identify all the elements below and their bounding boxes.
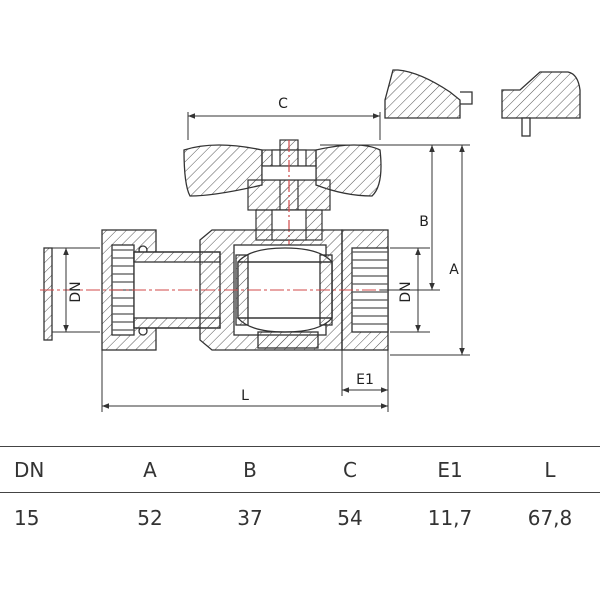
valve-technical-drawing: C B A DN DN E1 L xyxy=(40,69,581,412)
handle-profile-view xyxy=(384,69,473,119)
gasket xyxy=(43,247,53,341)
dimensions-table: DN A B C E1 L 15 52 37 54 11,7 67,8 xyxy=(0,446,600,543)
column-header-l: L xyxy=(544,457,556,482)
dimension-label-dn-left: DN xyxy=(68,281,84,302)
table-cell-c: 54 xyxy=(337,505,363,530)
dimension-label-a: A xyxy=(449,262,459,278)
dimension-label-dn-right: DN xyxy=(398,281,414,302)
dimension-label-c: C xyxy=(278,96,288,112)
dimension-label-b: B xyxy=(419,214,429,230)
table-header-row: DN A B C E1 L xyxy=(0,446,600,493)
table-cell-a: 52 xyxy=(137,505,163,530)
column-header-e1: E1 xyxy=(437,457,463,482)
dimension-lines xyxy=(52,112,470,412)
table-cell-b: 37 xyxy=(237,505,263,530)
column-header-b: B xyxy=(243,457,257,482)
handle-end-view xyxy=(501,71,581,137)
table-row: 15 52 37 54 11,7 67,8 xyxy=(0,493,600,543)
dimension-label-e1: E1 xyxy=(356,372,374,388)
butterfly-handle xyxy=(183,144,382,197)
table-cell-dn: 15 xyxy=(14,505,40,530)
dimension-label-l: L xyxy=(241,388,249,404)
table-cell-l: 67,8 xyxy=(527,505,573,530)
column-header-c: C xyxy=(343,457,357,482)
column-header-dn: DN xyxy=(14,457,45,482)
column-header-a: A xyxy=(143,457,157,482)
table-cell-e1: 11,7 xyxy=(427,505,473,530)
